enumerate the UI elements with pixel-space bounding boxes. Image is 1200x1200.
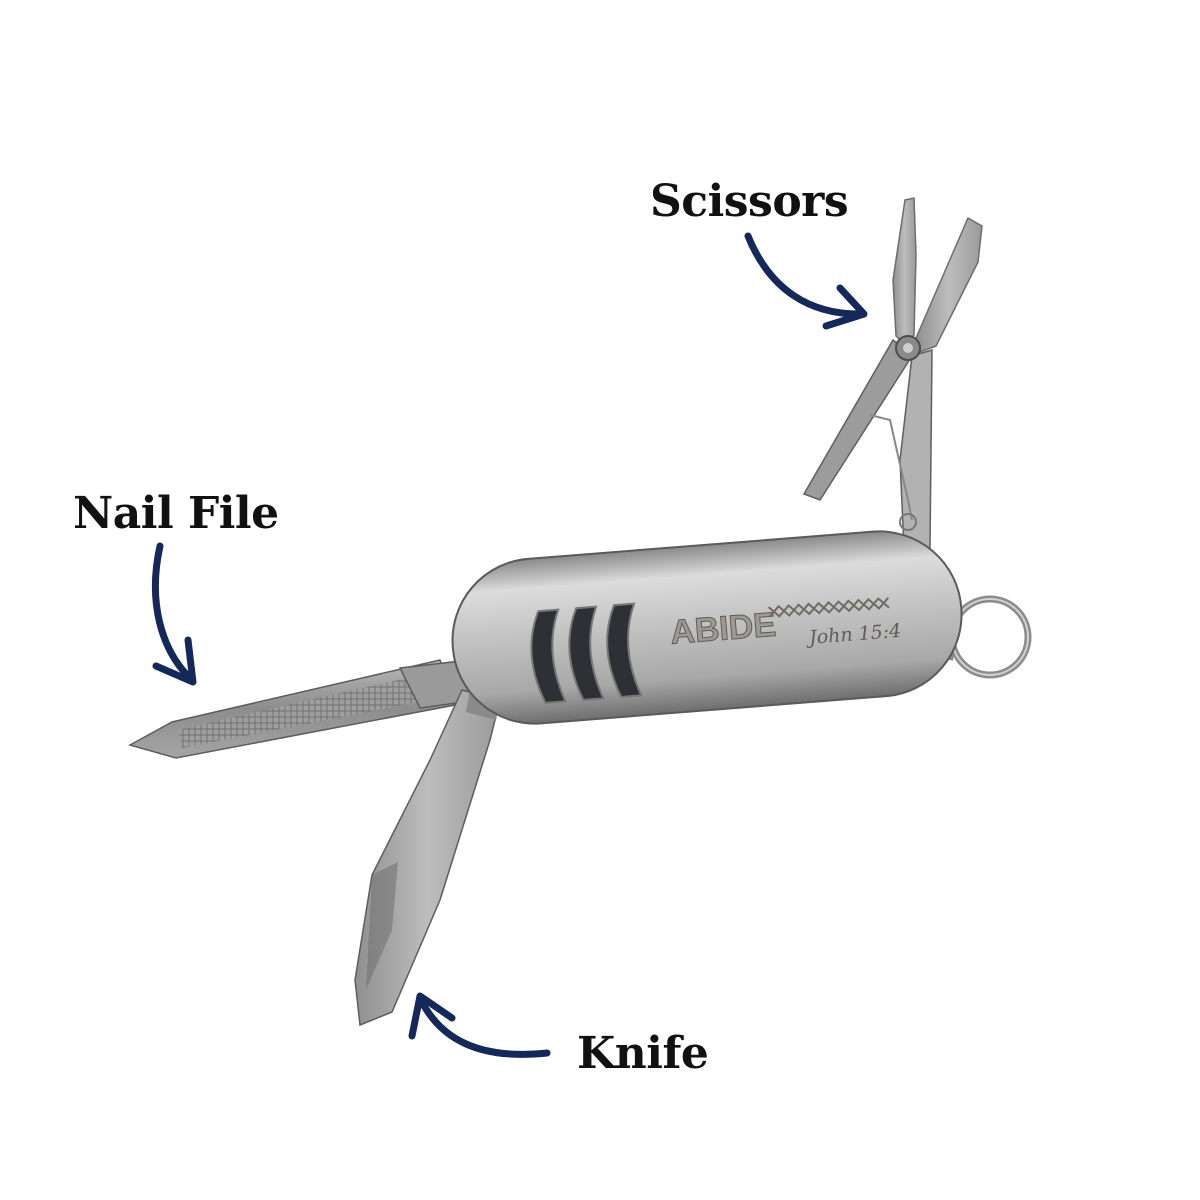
knife bbox=[354, 689, 501, 1027]
scissors-label: Scissors bbox=[650, 176, 849, 227]
arrow-icon bbox=[151, 232, 868, 1058]
engraving: ABIDE John 15:4 bbox=[668, 597, 902, 652]
knife-label: Knife bbox=[577, 1028, 709, 1079]
scissors bbox=[802, 197, 983, 549]
tool-body bbox=[451, 530, 963, 725]
engraving-pattern bbox=[767, 597, 890, 618]
engraving-word: ABIDE bbox=[669, 606, 777, 652]
nail-file-label: Nail File bbox=[73, 488, 279, 539]
